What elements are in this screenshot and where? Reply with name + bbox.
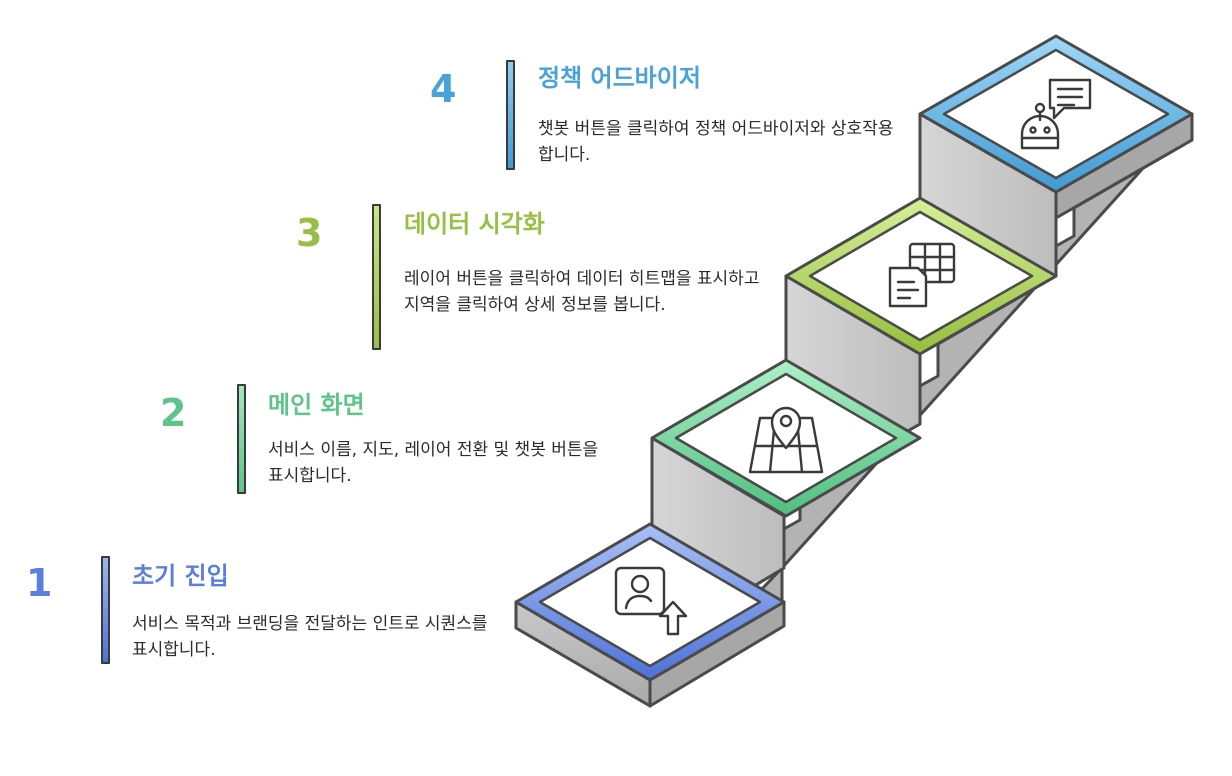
step-number: 4 bbox=[430, 67, 457, 111]
step-number: 3 bbox=[296, 211, 323, 255]
step-title: 정책 어드바이저 bbox=[538, 64, 701, 92]
step-title: 데이터 시각화 bbox=[404, 210, 545, 238]
step-number: 1 bbox=[26, 561, 53, 605]
chatbot-icon bbox=[1020, 78, 1092, 150]
step-title: 메인 화면 bbox=[268, 391, 365, 419]
step-description: 서비스 이름, 지도, 레이어 전환 및 챗봇 버튼을 표시합니다. bbox=[268, 440, 599, 486]
step-accent-bar bbox=[101, 556, 110, 664]
step-title: 초기 진입 bbox=[132, 562, 229, 590]
step-accent-bar bbox=[372, 204, 381, 350]
step-description: 챗봇 버튼을 클릭하여 정책 어드바이저와 상호작용합니다. bbox=[538, 119, 894, 165]
step-accent-bar bbox=[506, 60, 515, 170]
step-accent-bar bbox=[237, 384, 246, 494]
step-description: 레이어 버튼을 클릭하여 데이터 히트맵을 표시하고 지역을 클릭하여 상세 정… bbox=[404, 269, 760, 315]
data-table-icon bbox=[888, 242, 956, 308]
map-pin-icon bbox=[748, 406, 824, 474]
step-plate-4 bbox=[918, 34, 1194, 194]
step-plate-1 bbox=[514, 522, 786, 682]
step-number: 2 bbox=[160, 391, 187, 435]
user-upload-icon bbox=[614, 566, 688, 636]
step-description: 서비스 목적과 브랜딩을 전달하는 인트로 시퀀스를 표시합니다. bbox=[132, 614, 488, 660]
